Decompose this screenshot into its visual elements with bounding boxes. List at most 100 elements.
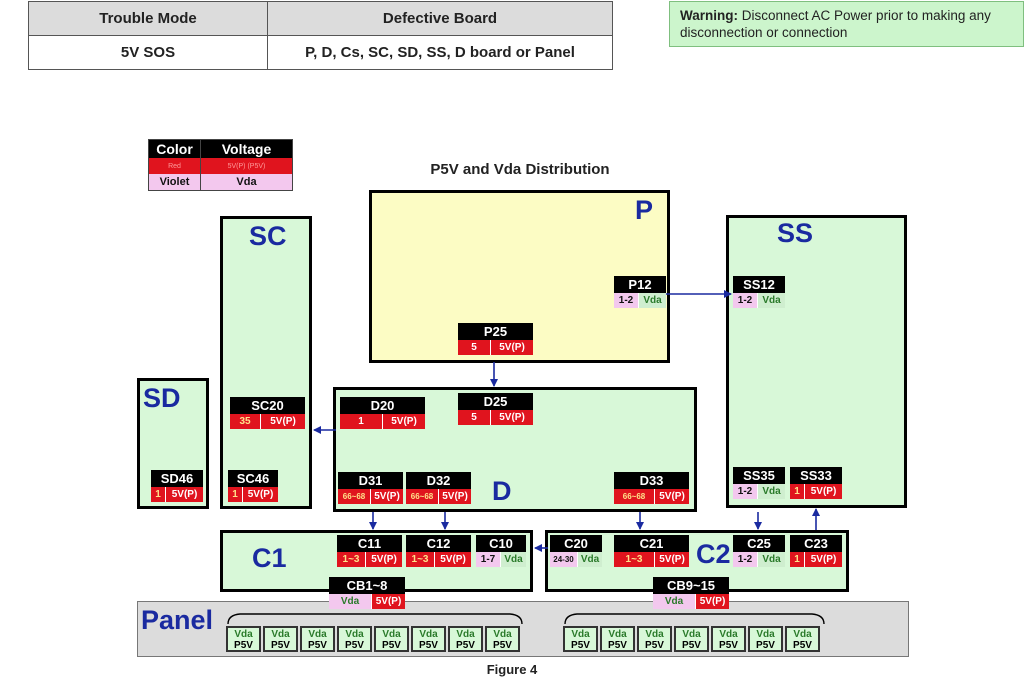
connector-c21-pin: 1~3	[614, 552, 654, 567]
legend-violet-color: Violet	[149, 174, 201, 190]
panel-cell-vda: Vda	[456, 629, 475, 640]
panel-cell-vda: Vda	[308, 629, 327, 640]
panel-cell-p5v: P5V	[682, 640, 701, 651]
board-p-label: P	[634, 195, 653, 225]
panel-cell-vda: Vda	[382, 629, 401, 640]
connector-c10-name: C10	[476, 535, 526, 552]
figure-caption: Figure 4	[486, 662, 538, 677]
connector-d33-pin: 66~68	[614, 489, 654, 504]
connector-d33-volt: 5V(P)	[654, 489, 689, 504]
board-ss-label: SS	[777, 218, 814, 248]
diagram-title: P5V and Vda Distribution	[430, 161, 610, 178]
connector-cb9-15-volt: 5V(P)	[695, 594, 729, 609]
board-sc: SC	[220, 216, 312, 509]
connector-c23-name: C23	[790, 535, 842, 552]
connector-ss33-volt: 5V(P)	[804, 484, 842, 499]
board-panel-label: Panel	[141, 605, 214, 635]
board-d-label: D	[492, 476, 512, 506]
panel-cell-vda: Vda	[419, 629, 438, 640]
connector-d20-volt: 5V(P)	[382, 414, 425, 429]
panel-cell-p5v: P5V	[719, 640, 738, 651]
connector-c20-name: C20	[550, 535, 602, 552]
panel-cell-vda: Vda	[756, 629, 775, 640]
connector-d32-pin: 66~68	[406, 489, 438, 504]
panel-cell-p5v: P5V	[345, 640, 364, 651]
connector-sd46-volt: 5V(P)	[165, 487, 203, 502]
connector-d31-pin: 66~68	[338, 489, 370, 504]
panel-cell-vda: Vda	[682, 629, 701, 640]
panel-cell-p5v: P5V	[793, 640, 812, 651]
connector-c12-volt: 5V(P)	[434, 552, 471, 567]
board-sc-label: SC	[249, 221, 287, 251]
connector-cb1-8-vda: Vda	[329, 594, 371, 609]
connector-cb1-8-volt: 5V(P)	[371, 594, 405, 609]
connector-c12-name: C12	[406, 535, 471, 552]
connector-sd46-name: SD46	[151, 470, 203, 487]
panel-cell-p5v: P5V	[493, 640, 512, 651]
connector-c25-volt: Vda	[757, 552, 785, 567]
table-cell-board: P, D, Cs, SC, SD, SS, D board or Panel	[267, 35, 613, 70]
warning-box: Warning: Disconnect AC Power prior to ma…	[669, 1, 1024, 47]
board-c1-label: C1	[252, 543, 287, 573]
panel-cell-vda: Vda	[645, 629, 664, 640]
connector-d25-pin: 5	[458, 410, 490, 425]
connector-d31-name: D31	[338, 472, 403, 489]
panel-cell-vda: Vda	[345, 629, 364, 640]
legend-violet-voltage: Vda	[201, 174, 292, 190]
connector-d25-volt: 5V(P)	[490, 410, 533, 425]
board-ss: SS	[726, 215, 907, 508]
table-header-mode: Trouble Mode	[28, 1, 268, 36]
connector-c25-pin: 1-2	[733, 552, 757, 567]
panel-cell-vda: Vda	[493, 629, 512, 640]
panel-cell-p5v: P5V	[571, 640, 590, 651]
panel-cell-vda: Vda	[608, 629, 627, 640]
connector-d32-volt: 5V(P)	[438, 489, 471, 504]
panel-cell-vda: Vda	[271, 629, 290, 640]
bracket-left	[227, 613, 523, 625]
connector-ss35-pin: 1-2	[733, 484, 757, 499]
connector-p12-volt: Vda	[638, 293, 666, 308]
connector-c23-volt: 5V(P)	[804, 552, 842, 567]
connector-d20-name: D20	[340, 397, 425, 414]
table-cell-mode: 5V SOS	[28, 35, 268, 70]
connector-d25-name: D25	[458, 393, 533, 410]
panel-cell-vda: Vda	[793, 629, 812, 640]
connector-p12-pin: 1-2	[614, 293, 638, 308]
connector-d31-volt: 5V(P)	[370, 489, 403, 504]
connector-c10-pin: 1-7	[476, 552, 500, 567]
connector-p25-pin: 5	[458, 340, 490, 355]
panel-cell-p5v: P5V	[234, 640, 253, 651]
connector-c12-pin: 1~3	[406, 552, 434, 567]
panel-cell-p5v: P5V	[456, 640, 475, 651]
connector-sc20-pin: 35	[230, 414, 260, 429]
legend-red-color: Red	[149, 158, 201, 174]
connector-c11-name: C11	[337, 535, 402, 552]
connector-c20-pin: 24-30	[550, 552, 577, 567]
table-header-board: Defective Board	[267, 1, 613, 36]
connector-p12-name: P12	[614, 276, 666, 293]
connector-d32-name: D32	[406, 472, 471, 489]
connector-ss33-name: SS33	[790, 467, 842, 484]
